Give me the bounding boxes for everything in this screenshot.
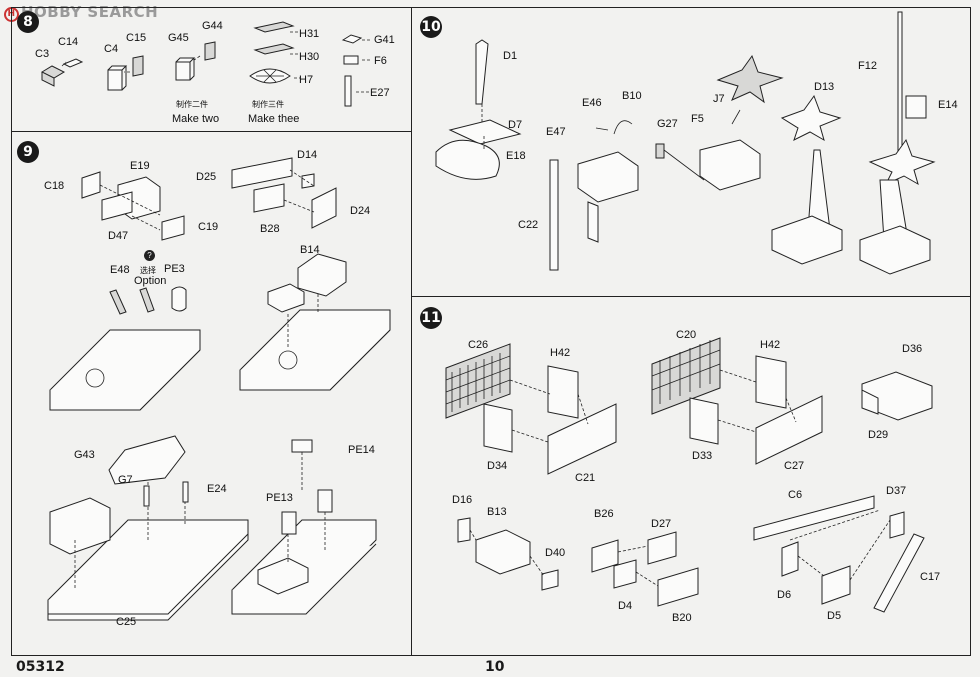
part-label-c15: C15	[126, 32, 147, 44]
part-label-b10: B10	[622, 90, 642, 102]
option-icon: ?	[144, 250, 155, 261]
part-label-c3: C3	[35, 48, 50, 60]
part-label-c22: C22	[518, 219, 539, 231]
step-8-number: 8	[17, 11, 39, 33]
part-label-d25: D25	[196, 171, 217, 183]
part-label-e47: E47	[546, 126, 566, 138]
part-label-e48: E48	[110, 264, 130, 276]
note-make-three: Make thee	[248, 113, 300, 125]
part-label-d34: D34	[487, 460, 508, 472]
part-label-c21: C21	[575, 472, 596, 484]
part-label-g43: G43	[74, 449, 95, 461]
part-label-b13: B13	[487, 506, 507, 518]
part-label-g45: G45	[168, 32, 189, 44]
part-label-f5: F5	[691, 113, 704, 125]
part-label-f12: F12	[858, 60, 877, 72]
step-9-number: 9	[17, 141, 39, 163]
part-label-c20: C20	[676, 329, 697, 341]
part-label-h7: H7	[299, 74, 314, 86]
part-label-g44: G44	[202, 20, 223, 32]
part-label-d7: D7	[508, 119, 523, 131]
part-label-g27: G27	[657, 118, 678, 130]
part-label-d36: D36	[902, 343, 923, 355]
part-label-h30: H30	[299, 51, 320, 63]
part-label-d14: D14	[297, 149, 318, 161]
part-label-h31: H31	[299, 28, 320, 40]
part-label-e27: E27	[370, 87, 390, 99]
part-label-d1: D1	[503, 50, 518, 62]
step-11-number: 11	[420, 307, 442, 329]
part-label-c18: C18	[44, 180, 65, 192]
part-label-c27: C27	[784, 460, 805, 472]
option-label: Option	[134, 275, 167, 287]
product-code: 05312	[16, 659, 65, 675]
part-label-d47: D47	[108, 230, 129, 242]
part-label-h42-left: H42	[550, 347, 571, 359]
part-label-c19: C19	[198, 221, 219, 233]
part-label-c26: C26	[468, 339, 489, 351]
step-10-panel	[411, 7, 971, 297]
option-label-cn: 选择	[140, 266, 156, 275]
step-10-number: 10	[420, 16, 442, 38]
part-label-d24: D24	[350, 205, 371, 217]
part-label-pe13: PE13	[266, 492, 293, 504]
part-label-d29: D29	[868, 429, 889, 441]
part-label-g7: G7	[118, 474, 133, 486]
part-label-d37: D37	[886, 485, 907, 497]
part-label-h42-right: H42	[760, 339, 781, 351]
part-label-d27: D27	[651, 518, 672, 530]
part-label-e14: E14	[938, 99, 958, 111]
part-label-pe14: PE14	[348, 444, 375, 456]
part-label-e19: E19	[130, 160, 150, 172]
part-label-j7: J7	[713, 93, 725, 105]
part-label-b26: B26	[594, 508, 614, 520]
page-number: 10	[485, 659, 505, 675]
part-label-g41: G41	[374, 34, 395, 46]
part-label-e18: E18	[506, 150, 526, 162]
part-label-f6: F6	[374, 55, 387, 67]
part-label-b20: B20	[672, 612, 692, 624]
part-label-b28: B28	[260, 223, 280, 235]
part-label-d5: D5	[827, 610, 842, 622]
part-label-c4: C4	[104, 43, 119, 55]
part-label-d13: D13	[814, 81, 835, 93]
part-label-c6: C6	[788, 489, 803, 501]
part-label-d16: D16	[452, 494, 473, 506]
step-11-panel	[411, 296, 971, 656]
part-label-c14: C14	[58, 36, 79, 48]
part-label-c17: C17	[920, 571, 941, 583]
part-label-d4: D4	[618, 600, 633, 612]
note-make-two: Make two	[172, 113, 220, 125]
part-label-e24: E24	[207, 483, 227, 495]
part-label-b14: B14	[300, 244, 320, 256]
note-make-three-cn: 制作三件	[252, 100, 284, 109]
note-make-two-cn: 制作二件	[176, 100, 208, 109]
part-label-d40: D40	[545, 547, 566, 559]
part-label-pe3: PE3	[164, 263, 185, 275]
part-label-d33: D33	[692, 450, 713, 462]
part-label-c25: C25	[116, 616, 137, 628]
part-label-e46: E46	[582, 97, 602, 109]
part-label-d6: D6	[777, 589, 792, 601]
